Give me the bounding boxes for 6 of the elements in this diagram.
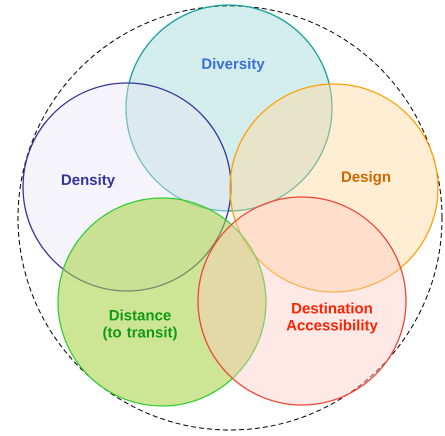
circle-label: Design <box>342 170 390 186</box>
circle-label: Diversity <box>202 58 265 72</box>
circle-label: Density <box>62 174 116 188</box>
circle-label: Distance (to transit) <box>103 310 177 340</box>
dashed-circle <box>18 6 442 430</box>
circle-label: Destination Accessibility <box>286 302 378 334</box>
